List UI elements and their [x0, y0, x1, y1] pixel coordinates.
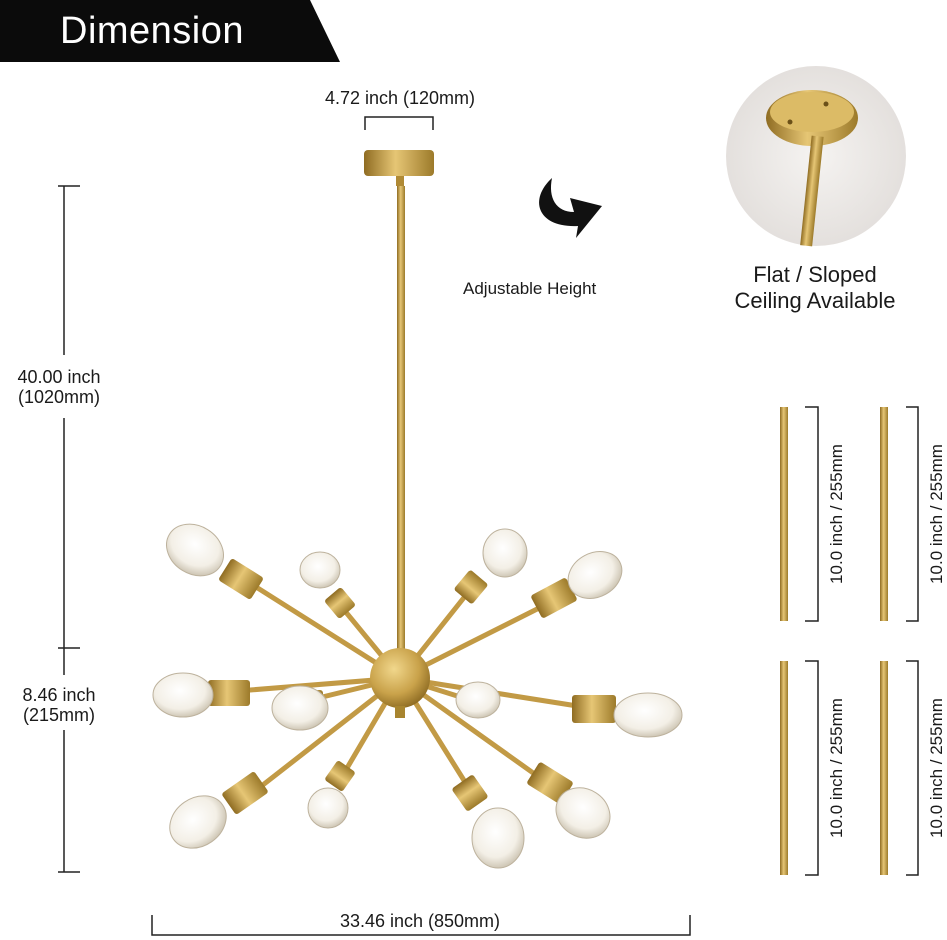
height-dimension-lines: [58, 185, 80, 873]
curved-arrow-icon: [539, 178, 602, 238]
rod-label-1: 10.0 inch / 255mm: [827, 444, 846, 584]
canopy-width-label: 4.72 inch (120mm): [324, 88, 476, 108]
extension-rods: [780, 407, 888, 875]
sloped-ceiling-inset: [726, 66, 906, 247]
width-dimension-bracket: [151, 915, 691, 936]
chandelier-canopy: [364, 150, 434, 186]
rod-dimension-brackets: [805, 406, 919, 876]
ceiling-line-1: Flat / Sloped: [753, 262, 877, 287]
total-height-inch-label: 40.00 inch: [17, 367, 101, 387]
total-height-mm-label: (1020mm): [17, 387, 101, 407]
ceiling-line-2: Ceiling Available: [734, 288, 896, 313]
rod-label-4: 10.0 inch / 255mm: [927, 698, 946, 838]
page-title: Dimension: [60, 10, 245, 52]
adjustable-height-label: Adjustable Height: [463, 279, 597, 298]
rod-label-3: 10.0 inch / 255mm: [827, 698, 846, 838]
bulb-sockets: [208, 559, 616, 814]
canopy-width-bracket: [364, 116, 434, 130]
chandelier-rod: [397, 186, 405, 664]
chandelier-center-ball: [370, 648, 430, 708]
title-banner: [0, 0, 340, 62]
body-height-mm-label: (215mm): [22, 705, 95, 725]
light-bulbs: [152, 523, 683, 869]
rod-label-2: 10.0 inch / 255mm: [927, 444, 946, 584]
body-height-inch-label: 8.46 inch: [22, 685, 96, 705]
overall-width-label: 33.46 inch (850mm): [339, 911, 501, 931]
